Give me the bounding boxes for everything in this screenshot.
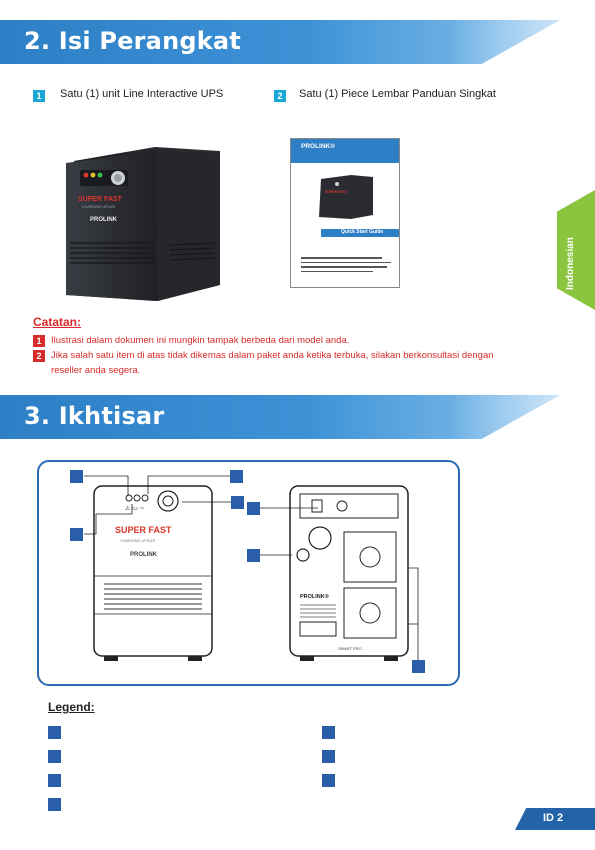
guide-text-lines [301,257,391,272]
callout-marker [70,470,83,483]
note1-text: Ilustrasi dalam dokumen ini mungkin tamp… [51,335,350,346]
legend-marker [48,798,61,811]
callout-marker [412,660,425,673]
legend-marker [322,774,335,787]
note2-text: Jika salah satu item di atas tidak dikem… [51,350,494,376]
svg-text:SUPER FAST: SUPER FAST [325,190,348,194]
item1-number: 1 [33,90,45,102]
svg-text:CHARGING UPSIZE: CHARGING UPSIZE [82,205,116,209]
legend-marker [322,726,335,739]
item2-text: Satu (1) Piece Lembar Panduan Singkat [299,88,496,100]
language-tab: Indonesian [557,190,595,310]
guide-header: PROLINK® [291,139,399,163]
overview-panel [37,460,460,686]
svg-text:⚠ ▭ ~: ⚠ ▭ ~ [125,505,145,512]
svg-text:CHARGING UPSIZE: CHARGING UPSIZE [120,539,156,543]
svg-text:PROLINK®: PROLINK® [300,593,329,600]
callout-marker [247,549,260,562]
svg-text:PROLINK: PROLINK [130,552,158,558]
guide-subtitle-bar: Quick Start Guide [321,229,399,237]
legend-marker [322,750,335,763]
guide-subtitle: Quick Start Guide [341,229,384,235]
callout-marker [231,496,244,509]
callout-marker [70,528,83,541]
item1-text: Satu (1) unit Line Interactive UPS [60,88,224,100]
guide-ups-image: SUPER FAST [319,175,373,219]
item2-number: 2 [274,90,286,102]
svg-text:SMART PRO: SMART PRO [338,646,362,651]
svg-text:SUPER FAST: SUPER FAST [78,196,123,203]
legend-marker [48,774,61,787]
notes-title: Catatan: [33,315,82,329]
section3-title: 3. Ikhtisar [24,402,165,430]
guide-brand: PROLINK® [301,143,336,150]
page-number-tab: ID 2 [515,808,595,830]
section2-title: 2. Isi Perangkat [24,27,241,55]
legend-title: Legend: [48,700,95,714]
svg-text:SUPER FAST: SUPER FAST [115,525,172,535]
svg-text:PROLINK: PROLINK [90,217,118,223]
legend-marker [48,726,61,739]
ups-front-drawing: ⚠ ▭ ~ SUPER FAST CHARGING UPSIZE PROLINK [93,485,213,661]
legend-marker [48,750,61,763]
callout-marker [230,470,243,483]
callout-marker [247,502,260,515]
note1-number: 1 [33,335,45,347]
note2-number: 2 [33,350,45,362]
quick-start-guide-image: PROLINK® SUPER FAST Quick Start Guide [290,138,400,288]
ups-back-drawing: PROLINK® SMART PRO [289,485,409,661]
page-number: ID 2 [543,812,564,824]
ups-product-image: SUPER FAST CHARGING UPSIZE PROLINK [66,147,220,301]
